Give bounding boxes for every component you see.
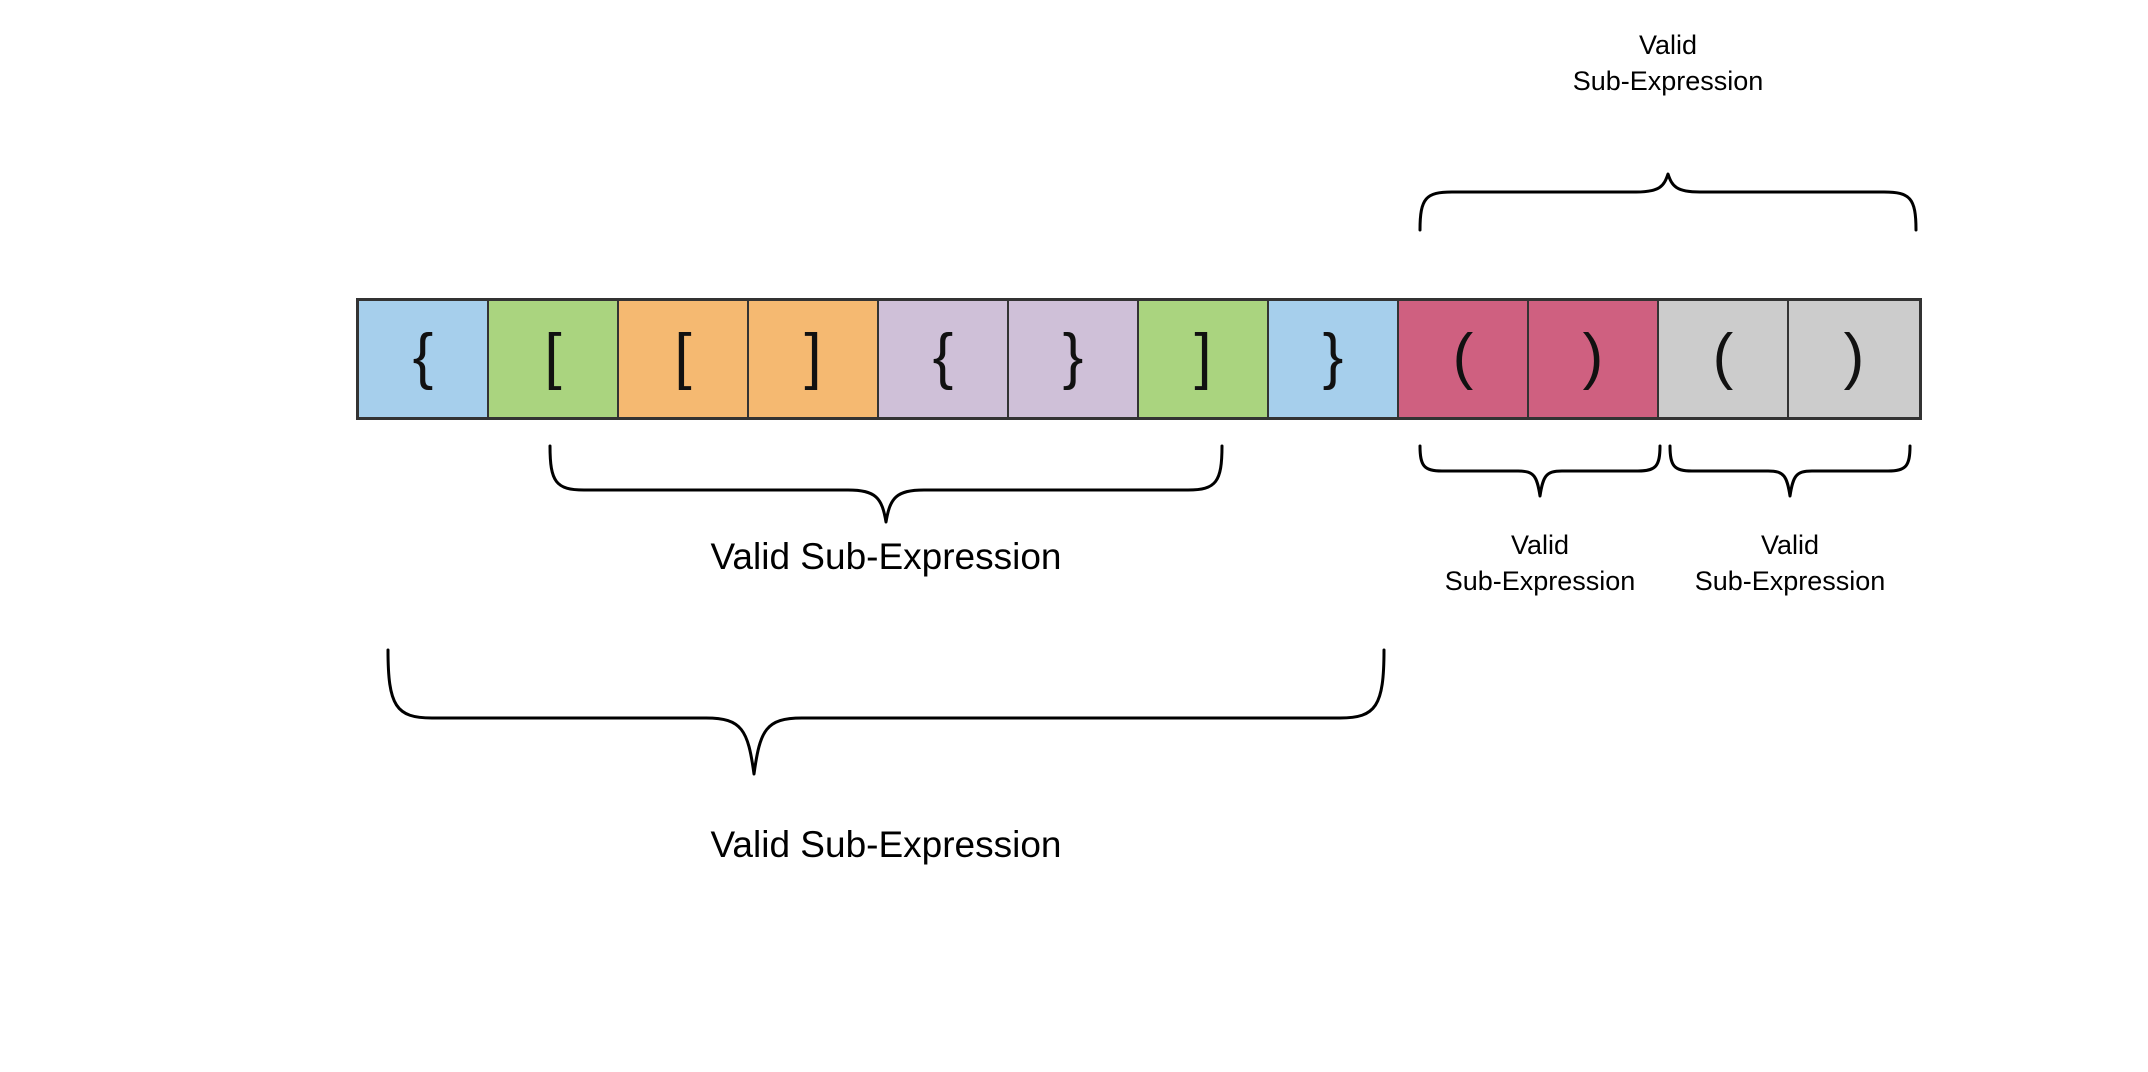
token-glyph: } — [1062, 322, 1084, 391]
label-below-gray: Valid Sub-Expression — [1694, 530, 1886, 596]
brace-top-crimson-gray — [1418, 172, 1918, 232]
token-cell-7[interactable]: ] — [1139, 301, 1269, 417]
token-cell-6[interactable]: } — [1009, 301, 1139, 417]
brace-below-crimson — [1418, 444, 1662, 498]
brace-bottom-blue — [386, 648, 1386, 776]
token-cell-4[interactable]: ] — [749, 301, 879, 417]
token-glyph: ) — [1582, 322, 1604, 391]
token-cell-5[interactable]: { — [879, 301, 1009, 417]
token-cell-2[interactable]: [ — [489, 301, 619, 417]
token-glyph: ] — [804, 322, 822, 391]
token-glyph: ) — [1843, 322, 1865, 391]
label-below-crimson: Valid Sub-Expression — [1444, 530, 1636, 596]
token-cell-10[interactable]: ) — [1529, 301, 1659, 417]
token-glyph: [ — [544, 322, 562, 391]
expression-token-row: { [ [ ] { } ] } ( ) ( ) — [356, 298, 1922, 420]
token-glyph: ( — [1452, 322, 1474, 391]
token-cell-12[interactable]: ) — [1789, 301, 1919, 417]
token-glyph: ] — [1194, 322, 1212, 391]
token-cell-1[interactable]: { — [359, 301, 489, 417]
brace-middle-green — [548, 444, 1224, 524]
token-cell-9[interactable]: ( — [1399, 301, 1529, 417]
token-glyph: ( — [1712, 322, 1734, 391]
token-cell-8[interactable]: } — [1269, 301, 1399, 417]
brace-below-gray — [1668, 444, 1912, 498]
token-glyph: { — [932, 322, 954, 391]
token-glyph: } — [1322, 322, 1344, 391]
label-top-crimson-gray: Valid Sub-Expression — [1572, 30, 1764, 96]
token-glyph: [ — [674, 322, 692, 391]
token-glyph: { — [412, 322, 434, 391]
token-cell-11[interactable]: ( — [1659, 301, 1789, 417]
label-middle-green: Valid Sub-Expression — [710, 536, 1062, 577]
token-cell-3[interactable]: [ — [619, 301, 749, 417]
label-bottom-blue: Valid Sub-Expression — [710, 824, 1062, 865]
